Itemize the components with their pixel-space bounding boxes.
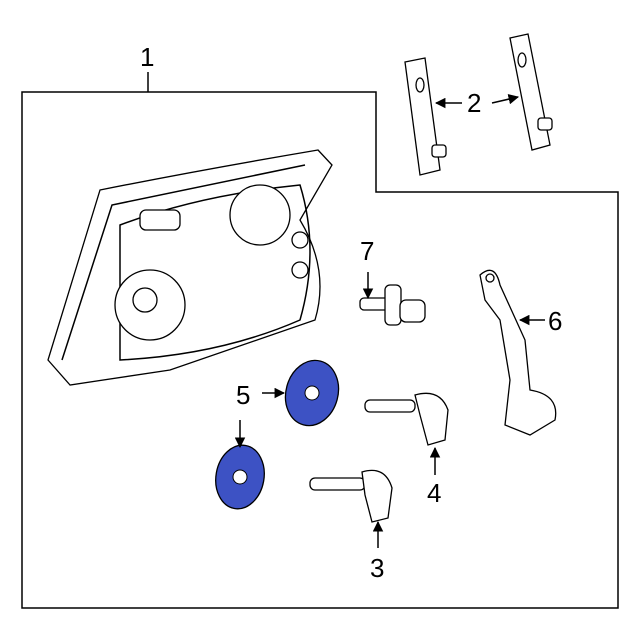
bulb-part-4[interactable] [364,392,449,446]
callout-1: 1 [140,42,155,72]
bulb-part-3[interactable] [309,469,393,523]
callout-3: 3 [370,553,385,583]
callout-2: 2 [467,88,482,118]
bracket-part-2-left[interactable] [404,57,447,176]
callout-7: 7 [360,236,375,266]
cover-part-5-lower[interactable] [211,441,269,512]
cover-part-5-upper[interactable] [278,354,345,431]
callout-5: 5 [236,380,251,410]
callout-6: 6 [548,306,563,336]
bracket-part-2-right[interactable] [509,33,553,151]
bracket-part-6[interactable] [479,269,557,436]
assembly-frame [21,91,619,609]
headlamp-assembly[interactable] [47,149,333,386]
callout-4: 4 [427,478,442,508]
adjuster-part-7[interactable] [359,284,426,326]
